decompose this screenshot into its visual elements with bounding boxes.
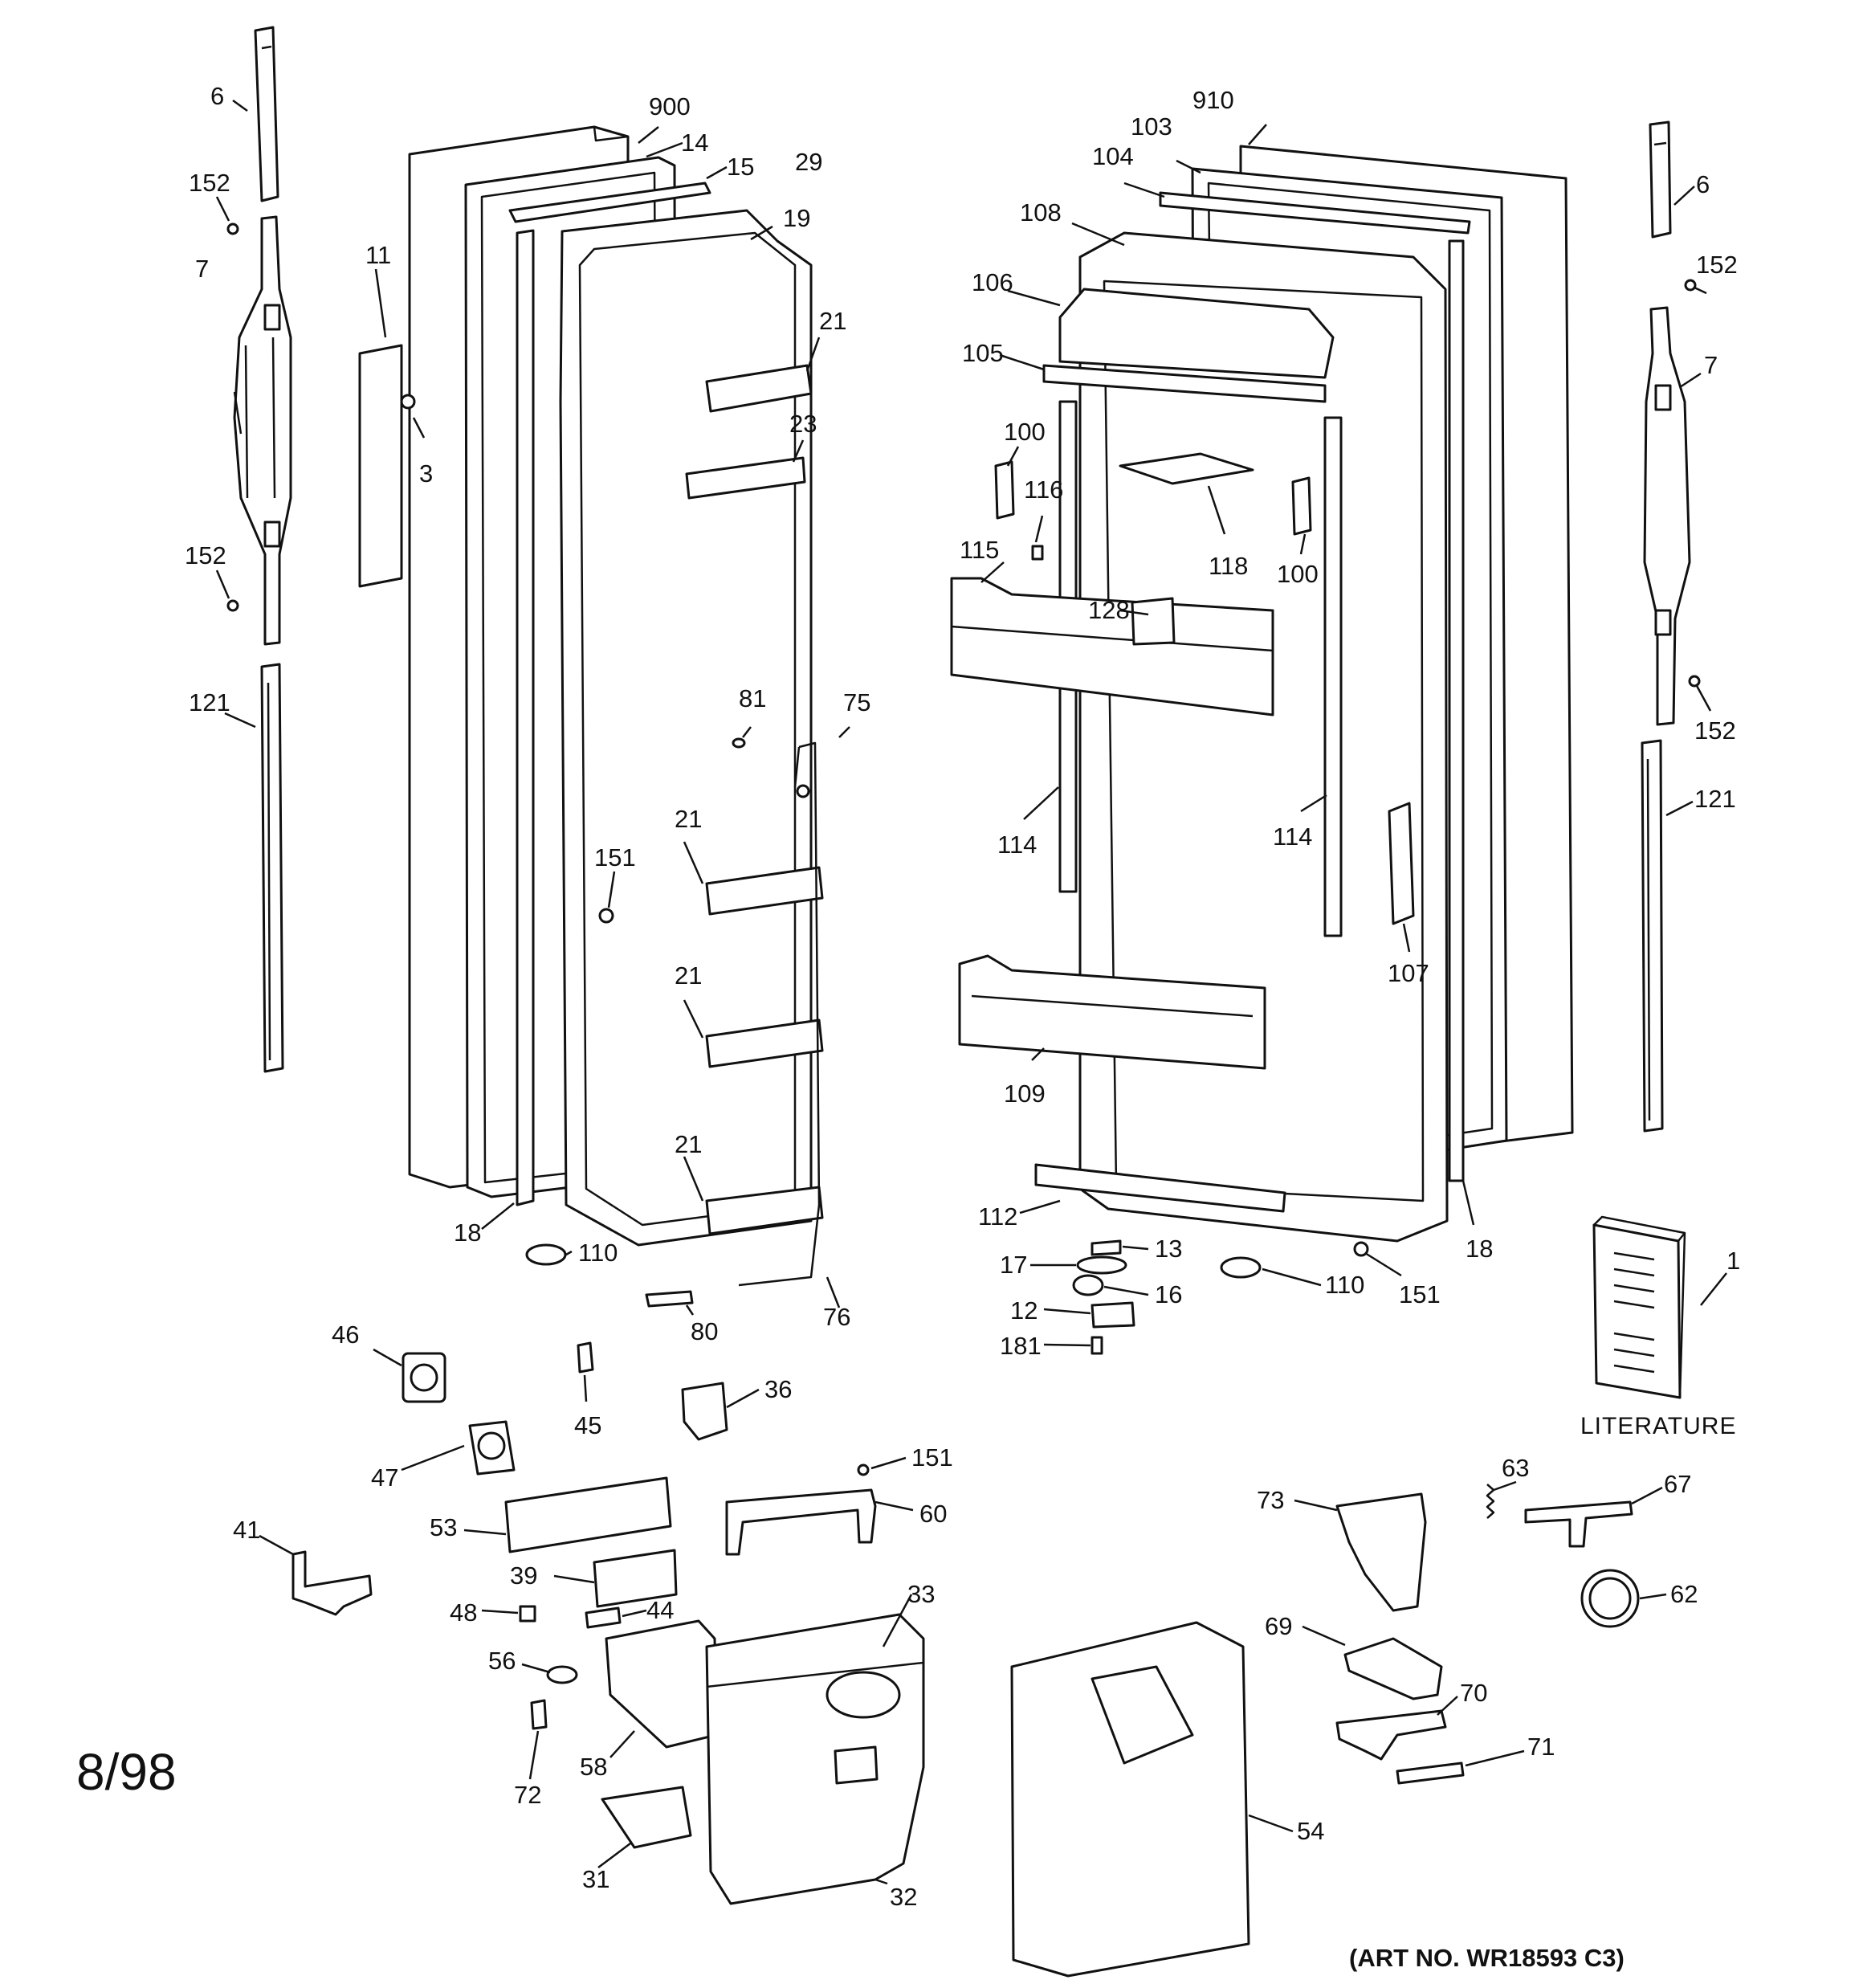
- callout-121-right: 121: [1694, 785, 1736, 813]
- callout-29: 29: [795, 148, 822, 176]
- fresh-food-door: [950, 145, 1574, 1355]
- callout-910: 910: [1192, 86, 1234, 114]
- callout-54: 54: [1297, 1817, 1324, 1845]
- callout-181: 181: [1000, 1332, 1042, 1360]
- callout-152-left-bottom: 152: [185, 541, 226, 569]
- callout-107: 107: [1388, 959, 1429, 987]
- callout-71: 71: [1527, 1733, 1555, 1761]
- callout-106: 106: [972, 268, 1013, 296]
- callout-53: 53: [430, 1513, 457, 1541]
- callout-21-b: 21: [675, 805, 702, 833]
- callout-19: 19: [783, 204, 810, 232]
- callout-115: 115: [960, 536, 999, 564]
- callout-3: 3: [419, 459, 433, 488]
- callout-labels: 6 152 7 152 121 900 14 15 29 19 11 3 21 …: [76, 82, 1740, 1972]
- callout-110-right: 110: [1325, 1271, 1364, 1299]
- callout-44: 44: [646, 1596, 674, 1624]
- callout-73: 73: [1257, 1486, 1284, 1514]
- callout-104: 104: [1092, 142, 1134, 170]
- callout-7-left: 7: [195, 255, 209, 283]
- ice-chute-parts: [1010, 1484, 1640, 1978]
- callout-62: 62: [1670, 1580, 1698, 1608]
- callout-109: 109: [1004, 1080, 1046, 1108]
- callout-69: 69: [1265, 1612, 1292, 1640]
- callout-110-left: 110: [578, 1239, 618, 1267]
- callout-1: 1: [1726, 1247, 1740, 1275]
- literature-booklet: [1592, 1215, 1686, 1399]
- date-code: 8/98: [76, 1743, 177, 1801]
- callout-76: 76: [823, 1303, 850, 1331]
- callout-39: 39: [510, 1561, 537, 1590]
- callout-151-dispenser: 151: [911, 1443, 953, 1472]
- callout-15: 15: [727, 153, 754, 181]
- callout-151-right: 151: [1399, 1280, 1441, 1308]
- callout-47: 47: [371, 1463, 398, 1492]
- callout-7-right: 7: [1704, 351, 1718, 379]
- right-handle-assembly: [1641, 120, 1701, 1133]
- callout-900: 900: [649, 92, 691, 120]
- art-number: (ART NO. WR18593 C3): [1349, 1944, 1625, 1972]
- callout-60: 60: [919, 1500, 947, 1528]
- callout-18-left: 18: [454, 1219, 481, 1247]
- callout-100-b: 100: [1277, 560, 1319, 588]
- left-handle-assembly: [226, 26, 292, 1073]
- callout-81: 81: [739, 684, 766, 712]
- callout-17: 17: [1000, 1251, 1027, 1279]
- callout-70: 70: [1460, 1679, 1487, 1707]
- callout-103: 103: [1131, 112, 1172, 141]
- callout-80: 80: [691, 1317, 718, 1345]
- callout-151-left: 151: [594, 843, 636, 872]
- callout-114-b: 114: [1273, 823, 1312, 851]
- callout-6-right: 6: [1696, 170, 1710, 198]
- callout-121-left: 121: [189, 688, 230, 716]
- callout-12: 12: [1010, 1296, 1037, 1325]
- callout-63: 63: [1502, 1454, 1529, 1482]
- callout-16: 16: [1155, 1280, 1182, 1308]
- callout-152-right-bottom: 152: [1694, 716, 1736, 745]
- callout-152-right-top: 152: [1696, 251, 1738, 279]
- callout-116: 116: [1024, 476, 1063, 504]
- callout-46: 46: [332, 1321, 359, 1349]
- callout-21-a: 21: [819, 307, 846, 335]
- callout-72: 72: [514, 1781, 541, 1809]
- callout-118: 118: [1209, 552, 1248, 580]
- callout-14: 14: [681, 129, 708, 157]
- callout-21-c: 21: [675, 961, 702, 990]
- callout-36: 36: [764, 1375, 792, 1403]
- callout-13: 13: [1155, 1235, 1182, 1263]
- callout-67: 67: [1664, 1470, 1691, 1498]
- literature-label: LITERATURE: [1580, 1413, 1736, 1439]
- callout-21-d: 21: [675, 1130, 702, 1158]
- callout-31: 31: [582, 1865, 609, 1893]
- callout-33: 33: [907, 1580, 935, 1608]
- callout-56: 56: [488, 1647, 516, 1675]
- callout-152-left-top: 152: [189, 169, 230, 197]
- callout-23: 23: [789, 410, 817, 438]
- callout-112: 112: [978, 1202, 1017, 1231]
- callout-128: 128: [1088, 596, 1130, 624]
- callout-11: 11: [365, 241, 391, 269]
- callout-6-left: 6: [210, 82, 224, 110]
- callout-108: 108: [1020, 198, 1062, 227]
- callout-114-a: 114: [997, 831, 1037, 859]
- callout-105: 105: [962, 339, 1004, 367]
- callout-58: 58: [580, 1753, 607, 1781]
- callout-48: 48: [450, 1598, 477, 1627]
- callout-18-right: 18: [1466, 1235, 1493, 1263]
- callout-41: 41: [233, 1516, 260, 1544]
- callout-32: 32: [890, 1883, 917, 1911]
- callout-45: 45: [574, 1411, 601, 1439]
- leader-lines: [215, 99, 1727, 1885]
- callout-100-a: 100: [1004, 418, 1046, 446]
- callout-75: 75: [843, 688, 870, 716]
- freezer-door: [358, 125, 824, 1308]
- dispenser-parts: [291, 1341, 925, 1905]
